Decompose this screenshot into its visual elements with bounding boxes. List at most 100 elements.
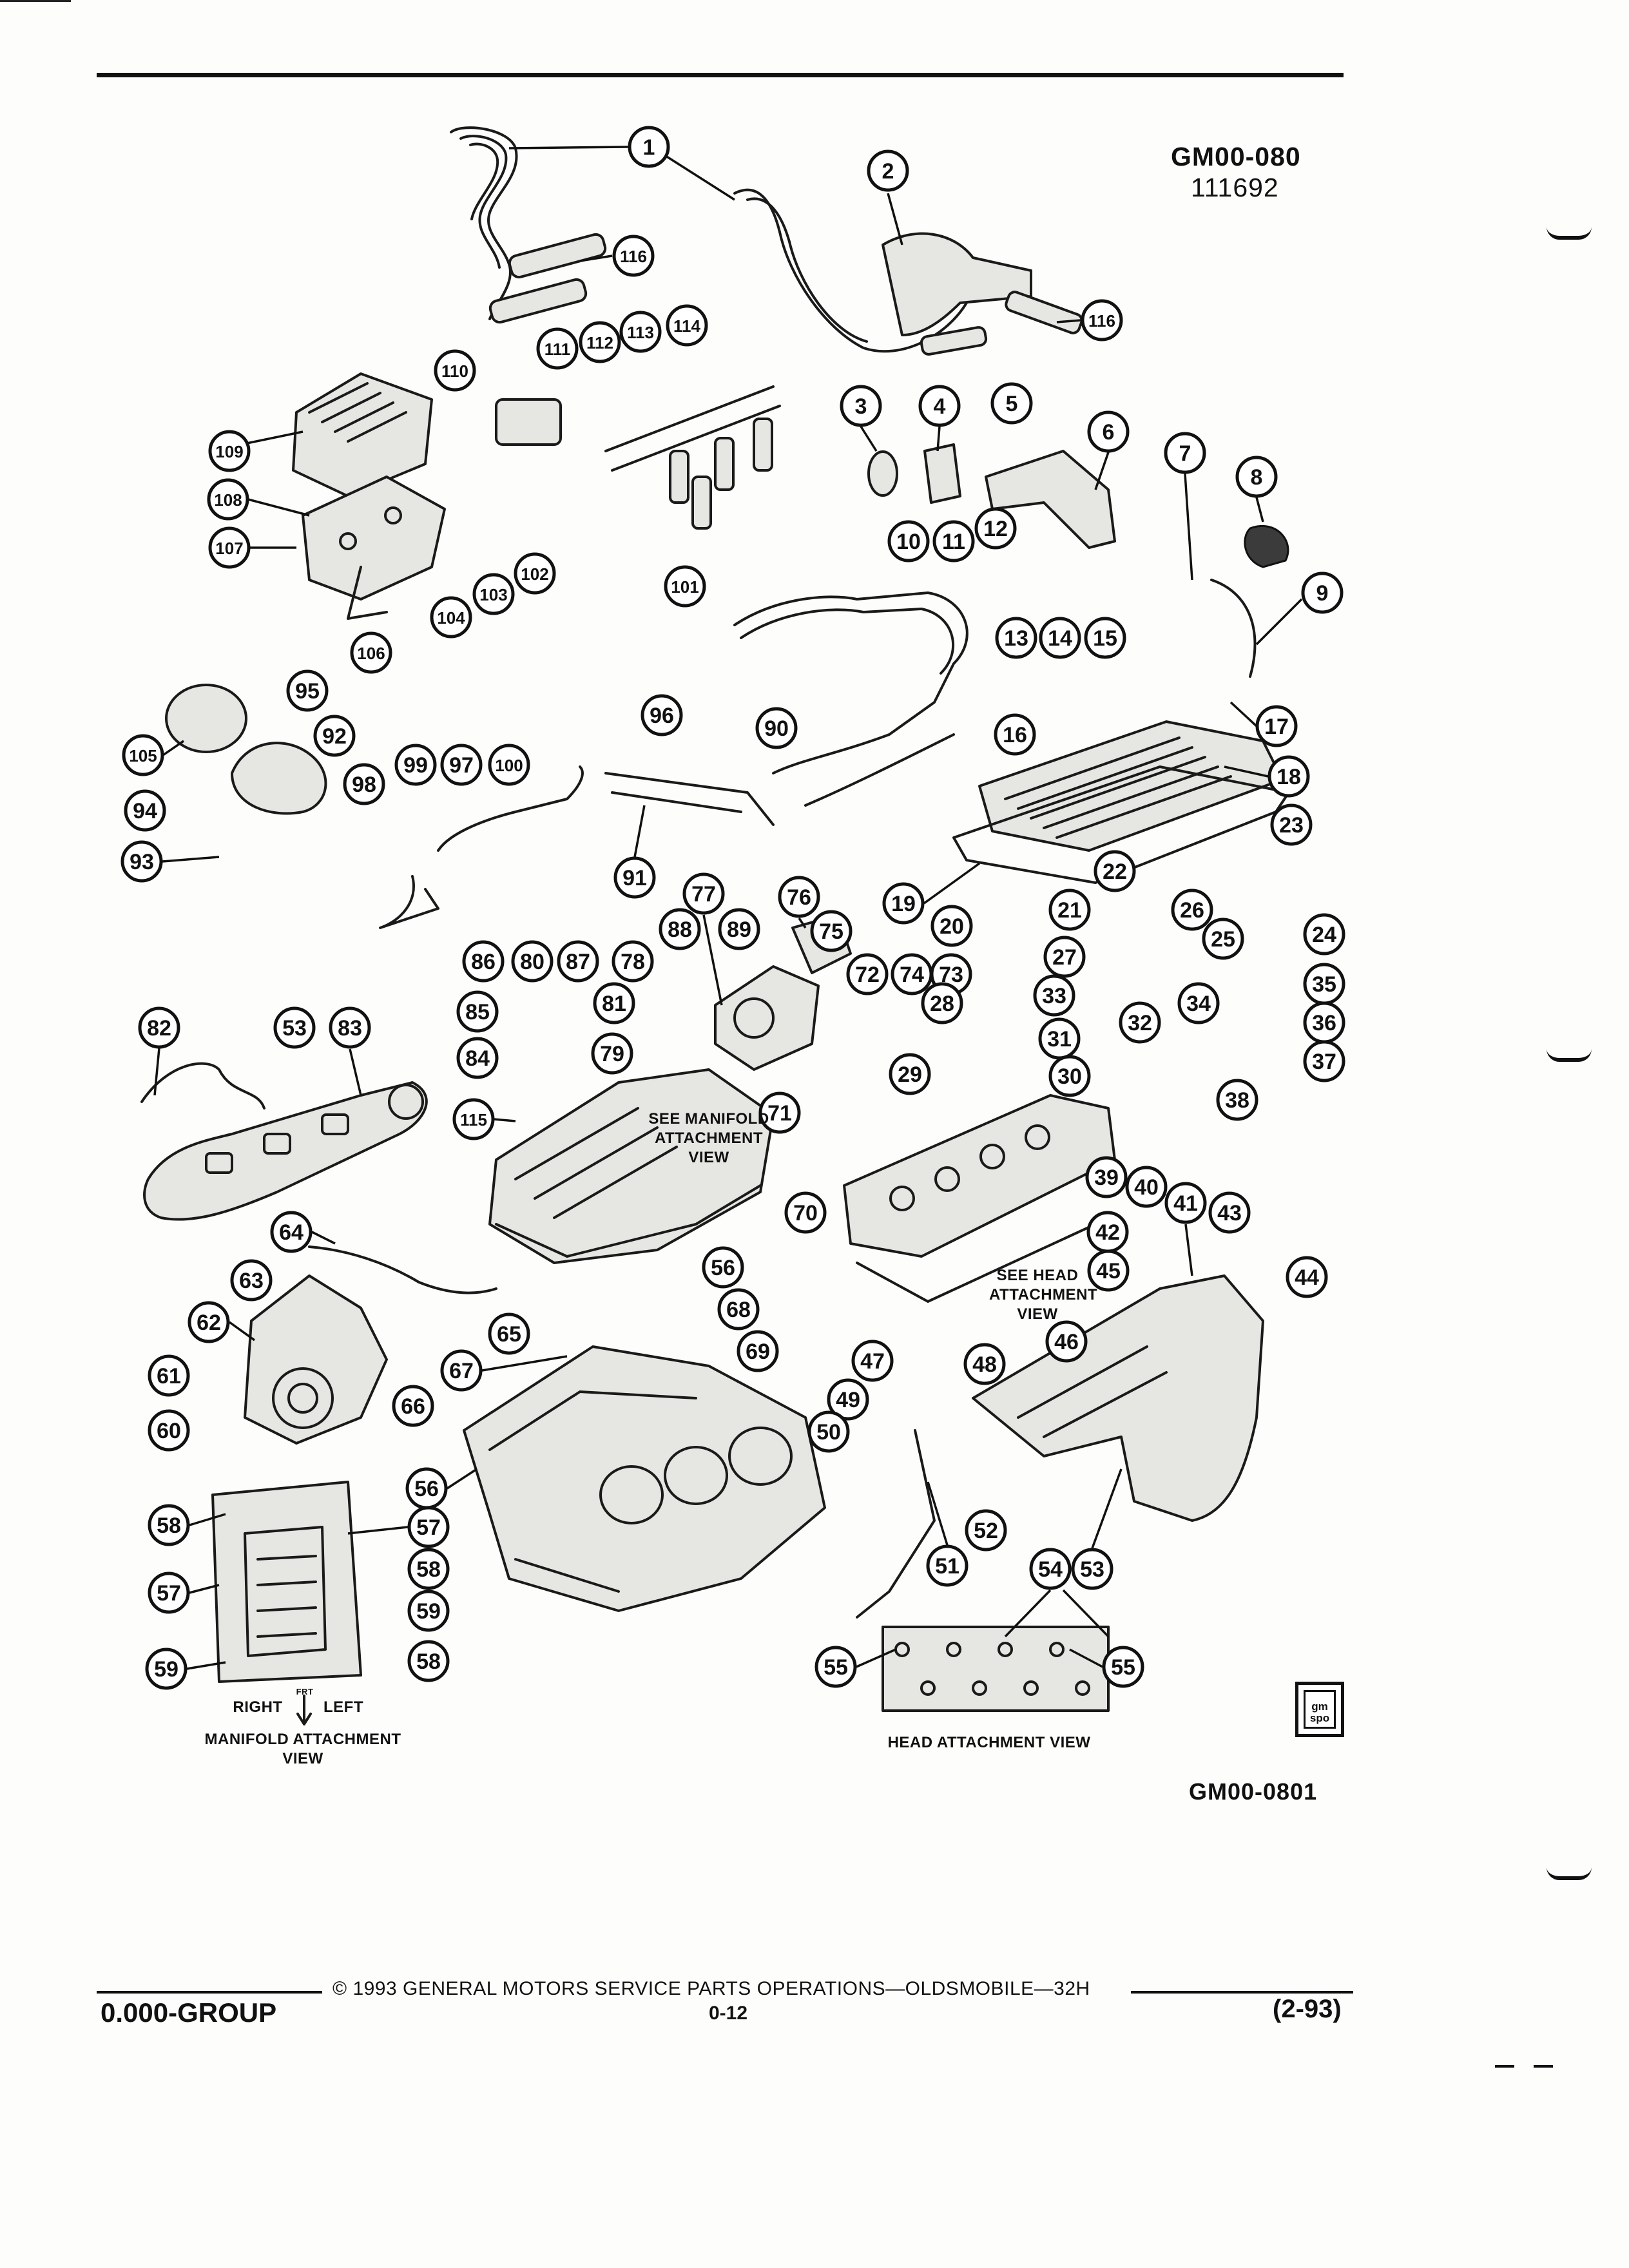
- callout-116: 116: [1081, 299, 1123, 341]
- manifold-attachment-view-caption: MANIFOLD ATTACHMENT VIEW: [204, 1731, 401, 1767]
- callout-number: 56: [414, 1477, 439, 1501]
- callout-circle: [188, 1301, 230, 1343]
- callout-number: 92: [322, 724, 347, 749]
- callout-81: 81: [593, 982, 635, 1024]
- callout-number: 114: [673, 316, 700, 336]
- callout-number: 95: [295, 679, 320, 704]
- see-manifold-caption: SEE MANIFOLD ATTACHMENT VIEW: [648, 1110, 769, 1166]
- callout-79: 79: [591, 1032, 633, 1075]
- callout-number: 116: [1088, 311, 1115, 331]
- callout-71: 71: [758, 1091, 801, 1134]
- callout-number: 11: [942, 530, 965, 554]
- callout-115: 115: [452, 1098, 495, 1140]
- callout-circle: [120, 840, 163, 883]
- callout-4: 4: [918, 385, 961, 427]
- callout-62: 62: [188, 1301, 230, 1343]
- callout-circle: [1208, 1191, 1251, 1234]
- callout-23: 23: [1270, 803, 1313, 846]
- top-rule: [97, 73, 1344, 77]
- exhaust-manifold-right: [972, 1274, 1264, 1522]
- callout-number: 6: [1103, 420, 1115, 445]
- callout-circle: [664, 565, 706, 608]
- callout-46: 46: [1045, 1320, 1088, 1363]
- callout-number: 28: [930, 992, 954, 1016]
- callout-number: 107: [215, 539, 243, 558]
- callout-number: 103: [479, 585, 507, 604]
- power-steering-bracket: [244, 1274, 388, 1445]
- intake-manifold: [488, 1068, 775, 1264]
- manifold-attachment-view-drawing: [211, 1481, 362, 1683]
- callout-circle: [921, 982, 963, 1024]
- callout-circle: [1286, 1256, 1328, 1298]
- callout-65: 65: [488, 1312, 530, 1355]
- callout-circle: [932, 520, 975, 562]
- callout-circle: [827, 1378, 869, 1421]
- callout-circle: [488, 1312, 530, 1355]
- callout-57: 57: [148, 1571, 190, 1614]
- callout-number: 99: [403, 753, 428, 778]
- callout-number: 37: [1312, 1050, 1336, 1074]
- callout-45: 45: [1087, 1249, 1130, 1292]
- callout-number: 30: [1057, 1064, 1082, 1089]
- callout-circle: [994, 713, 1036, 756]
- callout-80: 80: [511, 940, 554, 983]
- callout-48: 48: [963, 1343, 1006, 1385]
- callout-number: 40: [1134, 1175, 1159, 1200]
- callout-59: 59: [407, 1590, 450, 1632]
- callout-circle: [394, 744, 437, 786]
- callout-106: 106: [350, 631, 392, 674]
- callout-number: 42: [1095, 1220, 1120, 1245]
- callout-circle: [612, 940, 654, 983]
- callout-83: 83: [329, 1006, 371, 1049]
- callout-54: 54: [1029, 1548, 1072, 1590]
- callout-circle: [286, 669, 329, 712]
- callout-number: 52: [974, 1519, 998, 1543]
- callout-101: 101: [664, 565, 706, 608]
- callout-circle: [718, 908, 760, 950]
- callout-number: 7: [1179, 441, 1191, 466]
- callout-circle: [145, 1648, 188, 1690]
- callout-11: 11: [932, 520, 975, 562]
- callout-circle: [452, 1098, 495, 1140]
- callout-number: 93: [130, 850, 154, 874]
- callout-number: 115: [460, 1110, 487, 1129]
- callout-number: 45: [1096, 1259, 1121, 1283]
- callout-circle: [1268, 755, 1310, 798]
- callout-30: 30: [1048, 1055, 1091, 1097]
- callout-55: 55: [815, 1646, 857, 1688]
- callout-number: 89: [727, 918, 751, 942]
- callout-circle: [207, 478, 249, 521]
- callout-number: 4: [934, 394, 946, 419]
- callout-41: 41: [1164, 1182, 1207, 1224]
- callout-94: 94: [124, 789, 166, 832]
- callout-number: 86: [471, 950, 496, 974]
- callout-47: 47: [851, 1340, 894, 1382]
- callout-number: 110: [441, 361, 468, 381]
- callout-circle: [840, 385, 882, 427]
- callout-90: 90: [755, 707, 798, 749]
- callout-26: 26: [1171, 889, 1213, 931]
- callout-number: 14: [1048, 626, 1072, 651]
- callout-number: 19: [891, 892, 916, 916]
- callout-circle: [810, 910, 853, 952]
- callout-64: 64: [270, 1211, 313, 1253]
- callout-number: 84: [465, 1046, 490, 1071]
- reference-code: GM00-080: [1171, 142, 1301, 171]
- callout-circle: [807, 1410, 850, 1453]
- callout-circle: [230, 1259, 273, 1302]
- callout-68: 68: [717, 1288, 760, 1331]
- front-label: FRT: [296, 1687, 314, 1696]
- callout-circle: [1303, 913, 1345, 956]
- callout-72: 72: [846, 953, 889, 995]
- callout-number: 113: [627, 323, 654, 342]
- callout-number: 102: [521, 564, 548, 584]
- callout-circle: [1164, 432, 1206, 474]
- callout-number: 101: [671, 577, 699, 597]
- o-ring-3: [867, 450, 898, 497]
- callout-number: 10: [896, 530, 921, 554]
- callout-35: 35: [1303, 963, 1345, 1005]
- callout-number: 66: [401, 1394, 425, 1419]
- callout-circle: [659, 908, 701, 950]
- callout-number: 1: [643, 135, 655, 160]
- callout-circle: [1125, 1166, 1168, 1208]
